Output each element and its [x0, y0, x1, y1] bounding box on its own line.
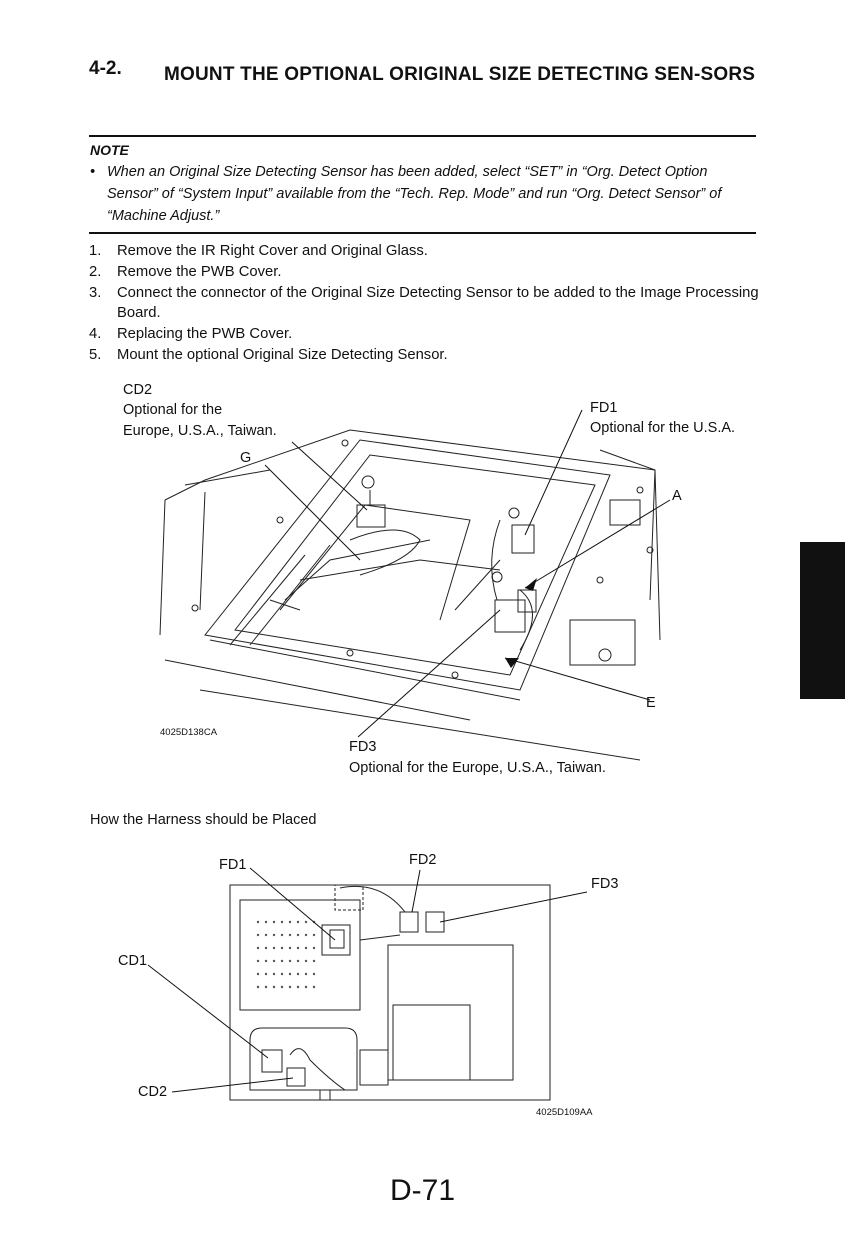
harness-heading: How the Harness should be Placed	[90, 812, 317, 828]
note-body: • When an Original Size Detecting Sensor…	[90, 161, 754, 227]
page-number: D-71	[390, 1174, 456, 1207]
section-title: MOUNT THE OPTIONAL ORIGINAL SIZE DETECTI…	[164, 64, 756, 85]
fd3-harness-label: FD3	[591, 876, 619, 892]
g-callout: G	[240, 450, 252, 466]
procedure-steps: 1.Remove the IR Right Cover and Original…	[89, 241, 759, 366]
figure2-code: 4025D109AA	[536, 1107, 593, 1118]
step-item: 3.Connect the connector of the Original …	[89, 284, 759, 322]
e-callout: E	[646, 695, 656, 711]
fd1-harness-label: FD1	[219, 857, 247, 873]
note-top-rule	[89, 135, 756, 137]
section-thumb-tab	[800, 542, 845, 699]
step-item: 2.Remove the PWB Cover.	[89, 263, 282, 280]
note-text: When an Original Size Detecting Sensor h…	[107, 164, 722, 224]
section-number: 4-2.	[89, 58, 122, 79]
fd3-callout-desc: Optional for the Europe, U.S.A., Taiwan.	[349, 760, 606, 776]
note-bottom-rule	[89, 232, 756, 234]
cd2-harness-label: CD2	[138, 1084, 168, 1100]
note-label: NOTE	[90, 142, 129, 158]
cd1-harness-label: CD1	[118, 953, 148, 969]
fd3-callout-title: FD3	[349, 739, 377, 755]
cd2-callout-line1: Optional for the	[123, 402, 223, 418]
fd1-callout-title: FD1	[590, 400, 618, 416]
step-item: 4.Replacing the PWB Cover.	[89, 326, 293, 343]
cd2-callout-title: CD2	[123, 382, 153, 398]
a-callout: A	[672, 488, 682, 504]
note-bullet: •	[90, 164, 96, 180]
fd2-harness-label: FD2	[409, 852, 437, 868]
figure1-code: 4025D138CA	[160, 727, 218, 738]
step-item: 5.Mount the optional Original Size Detec…	[89, 346, 448, 363]
cd2-callout-line2: Europe, U.S.A., Taiwan.	[123, 423, 277, 439]
step-item: 1.Remove the IR Right Cover and Original…	[89, 243, 428, 259]
fd1-callout-desc: Optional for the U.S.A.	[590, 420, 736, 436]
